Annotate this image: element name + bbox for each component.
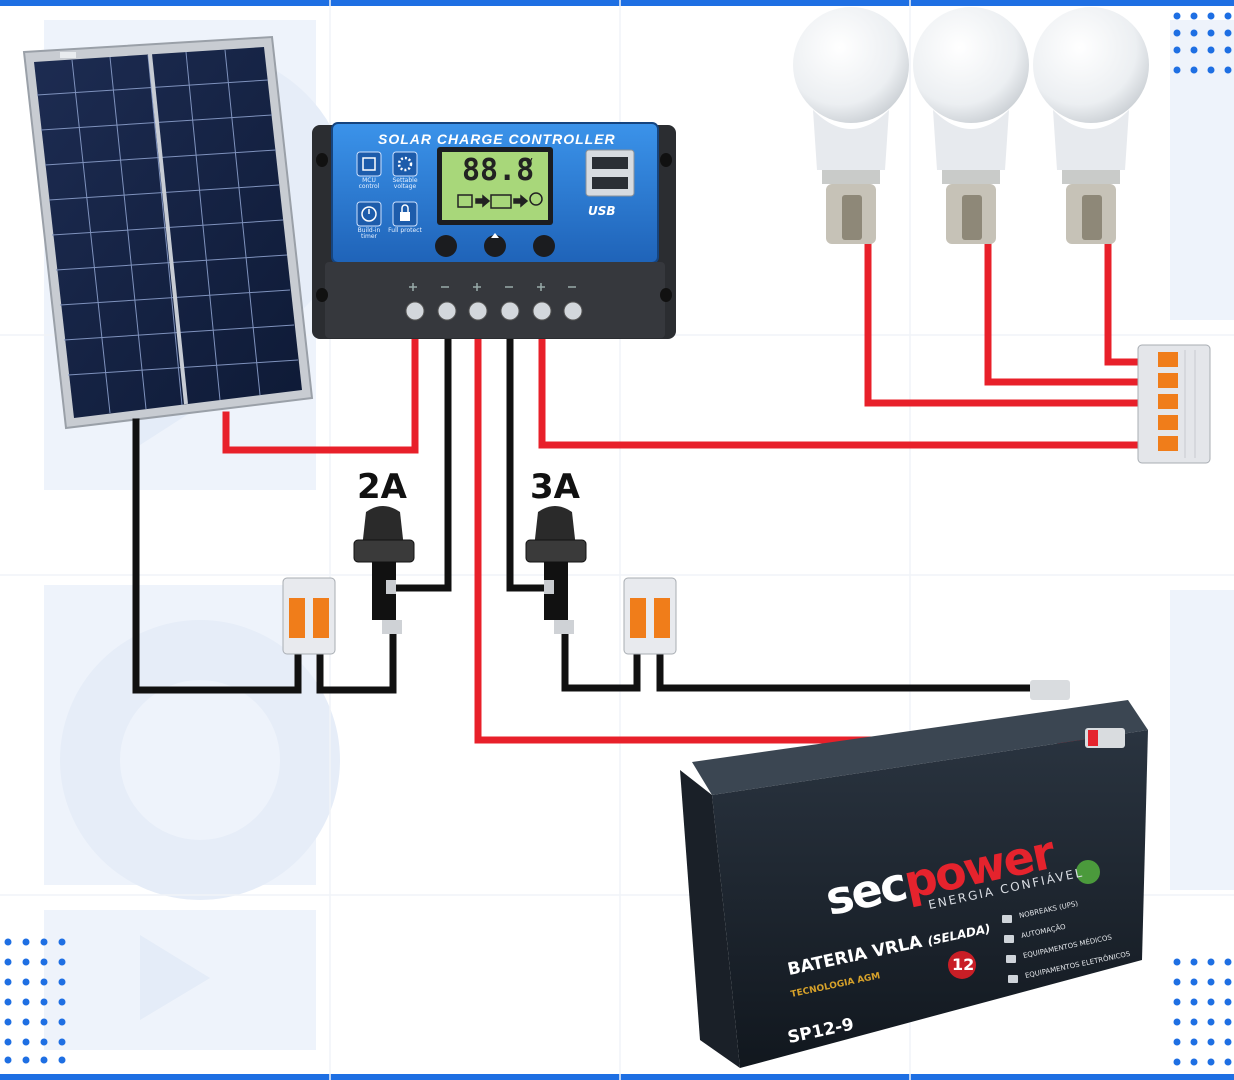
wago-connector-icon — [1137, 344, 1211, 464]
controller-title: SOLAR CHARGE CONTROLLER — [378, 131, 616, 147]
wire-lamp-3 — [1104, 231, 1150, 366]
wire-panel-negative — [132, 418, 302, 694]
dot-pattern-top-right — [1173, 12, 1232, 74]
light-bulb-icon — [1033, 7, 1149, 244]
top-frame-bar — [0, 0, 1234, 6]
solar-panel-icon — [22, 35, 314, 430]
wago-connector-icon — [623, 577, 677, 655]
usb-label: USB — [588, 204, 616, 218]
wire-battery-negative-to-fuse — [506, 308, 562, 592]
dot-pattern-bottom-left — [4, 938, 66, 1064]
wago-connector-icon — [282, 577, 336, 655]
fuse-rating-2: 3A — [530, 467, 580, 507]
wires — [132, 231, 1150, 744]
lcd-reading: 88.8 — [462, 153, 535, 188]
wire-lamp-2 — [984, 231, 1150, 386]
bottom-frame-bar — [0, 1074, 1234, 1080]
charge-controller — [312, 122, 676, 339]
wire-fuse1-to-connector — [316, 628, 397, 694]
wire-panel-positive — [222, 308, 419, 454]
fuse-rating-1: 2A — [357, 467, 407, 507]
wire-lamp-1 — [864, 231, 1150, 407]
lcd-unit: V — [525, 156, 533, 169]
fuse-holder-icon — [525, 506, 587, 634]
battery-voltage: 12 — [952, 955, 975, 974]
dot-pattern-bottom-right — [1173, 958, 1232, 1066]
feature-label-mcu: MCU control — [358, 177, 380, 191]
battery-icon — [680, 680, 1148, 1068]
lcd-icons — [457, 192, 543, 209]
feature-label-protect: Full protect — [388, 227, 422, 234]
feature-label-voltage: Settable voltage — [392, 177, 418, 191]
fuse-holder-icon — [353, 506, 415, 634]
light-bulb-icon — [913, 7, 1029, 244]
feature-label-timer: Build-in timer — [357, 227, 381, 241]
wire-pv-negative-to-fuse — [391, 308, 452, 592]
terminal-block — [405, 283, 583, 321]
wire-load-output — [538, 308, 1150, 449]
wire-connector-to-battery-negative — [656, 646, 1039, 692]
light-bulb-icon — [793, 7, 909, 244]
wire-fuse2-to-connector — [561, 628, 641, 692]
